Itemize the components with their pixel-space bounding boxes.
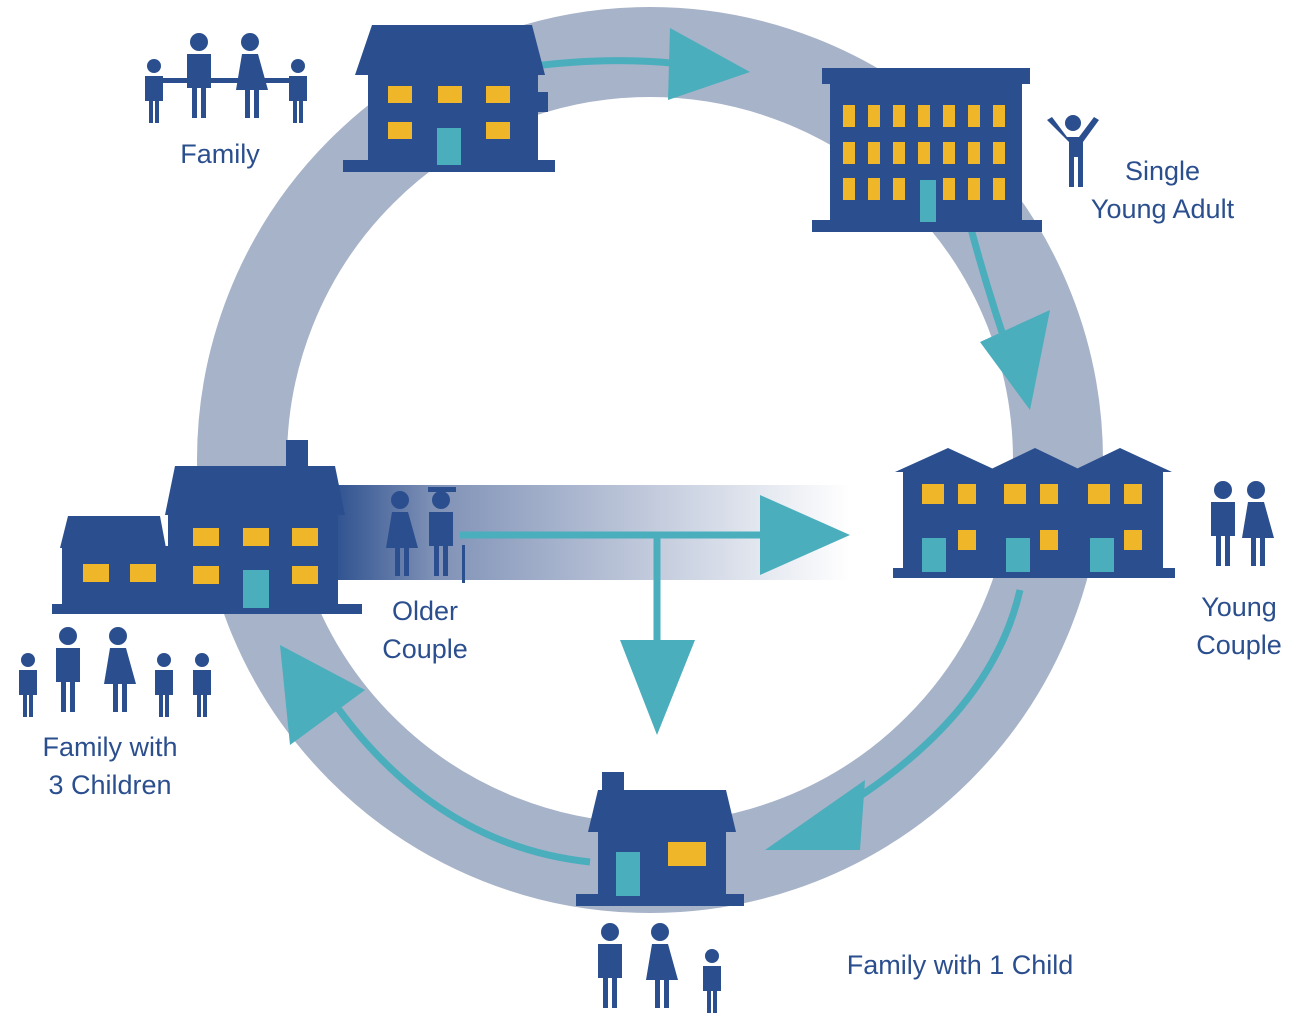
family-people-icon (145, 33, 307, 123)
arrow-head-3 (765, 780, 865, 850)
arrow-head-2 (980, 310, 1050, 410)
arrow-head-4 (280, 645, 365, 745)
couple-icon (1211, 481, 1274, 566)
label-older-couple: Older Couple (382, 596, 468, 664)
apartment-building-icon (812, 68, 1042, 232)
family-three-children-icon (19, 627, 211, 717)
house-icon (343, 25, 555, 172)
large-house-icon (52, 440, 362, 614)
older-couple-arrows (460, 495, 850, 735)
person-arms-raised-icon (1047, 115, 1099, 187)
small-house-icon (576, 772, 744, 906)
arrow-head-1 (668, 28, 750, 100)
label-young-couple: Young Couple (1196, 592, 1282, 660)
label-family-with-1-child: Family with 1 Child (846, 950, 1074, 980)
elderly-couple-icon (386, 487, 465, 583)
label-single-young-adult: Single Young Adult (1090, 156, 1235, 224)
townhouse-row-icon (893, 448, 1175, 578)
label-family: Family (180, 139, 260, 169)
label-family-with-3-children: Family with 3 Children (42, 732, 178, 800)
family-one-child-icon (598, 923, 721, 1013)
townhouse-windows (922, 484, 1142, 550)
